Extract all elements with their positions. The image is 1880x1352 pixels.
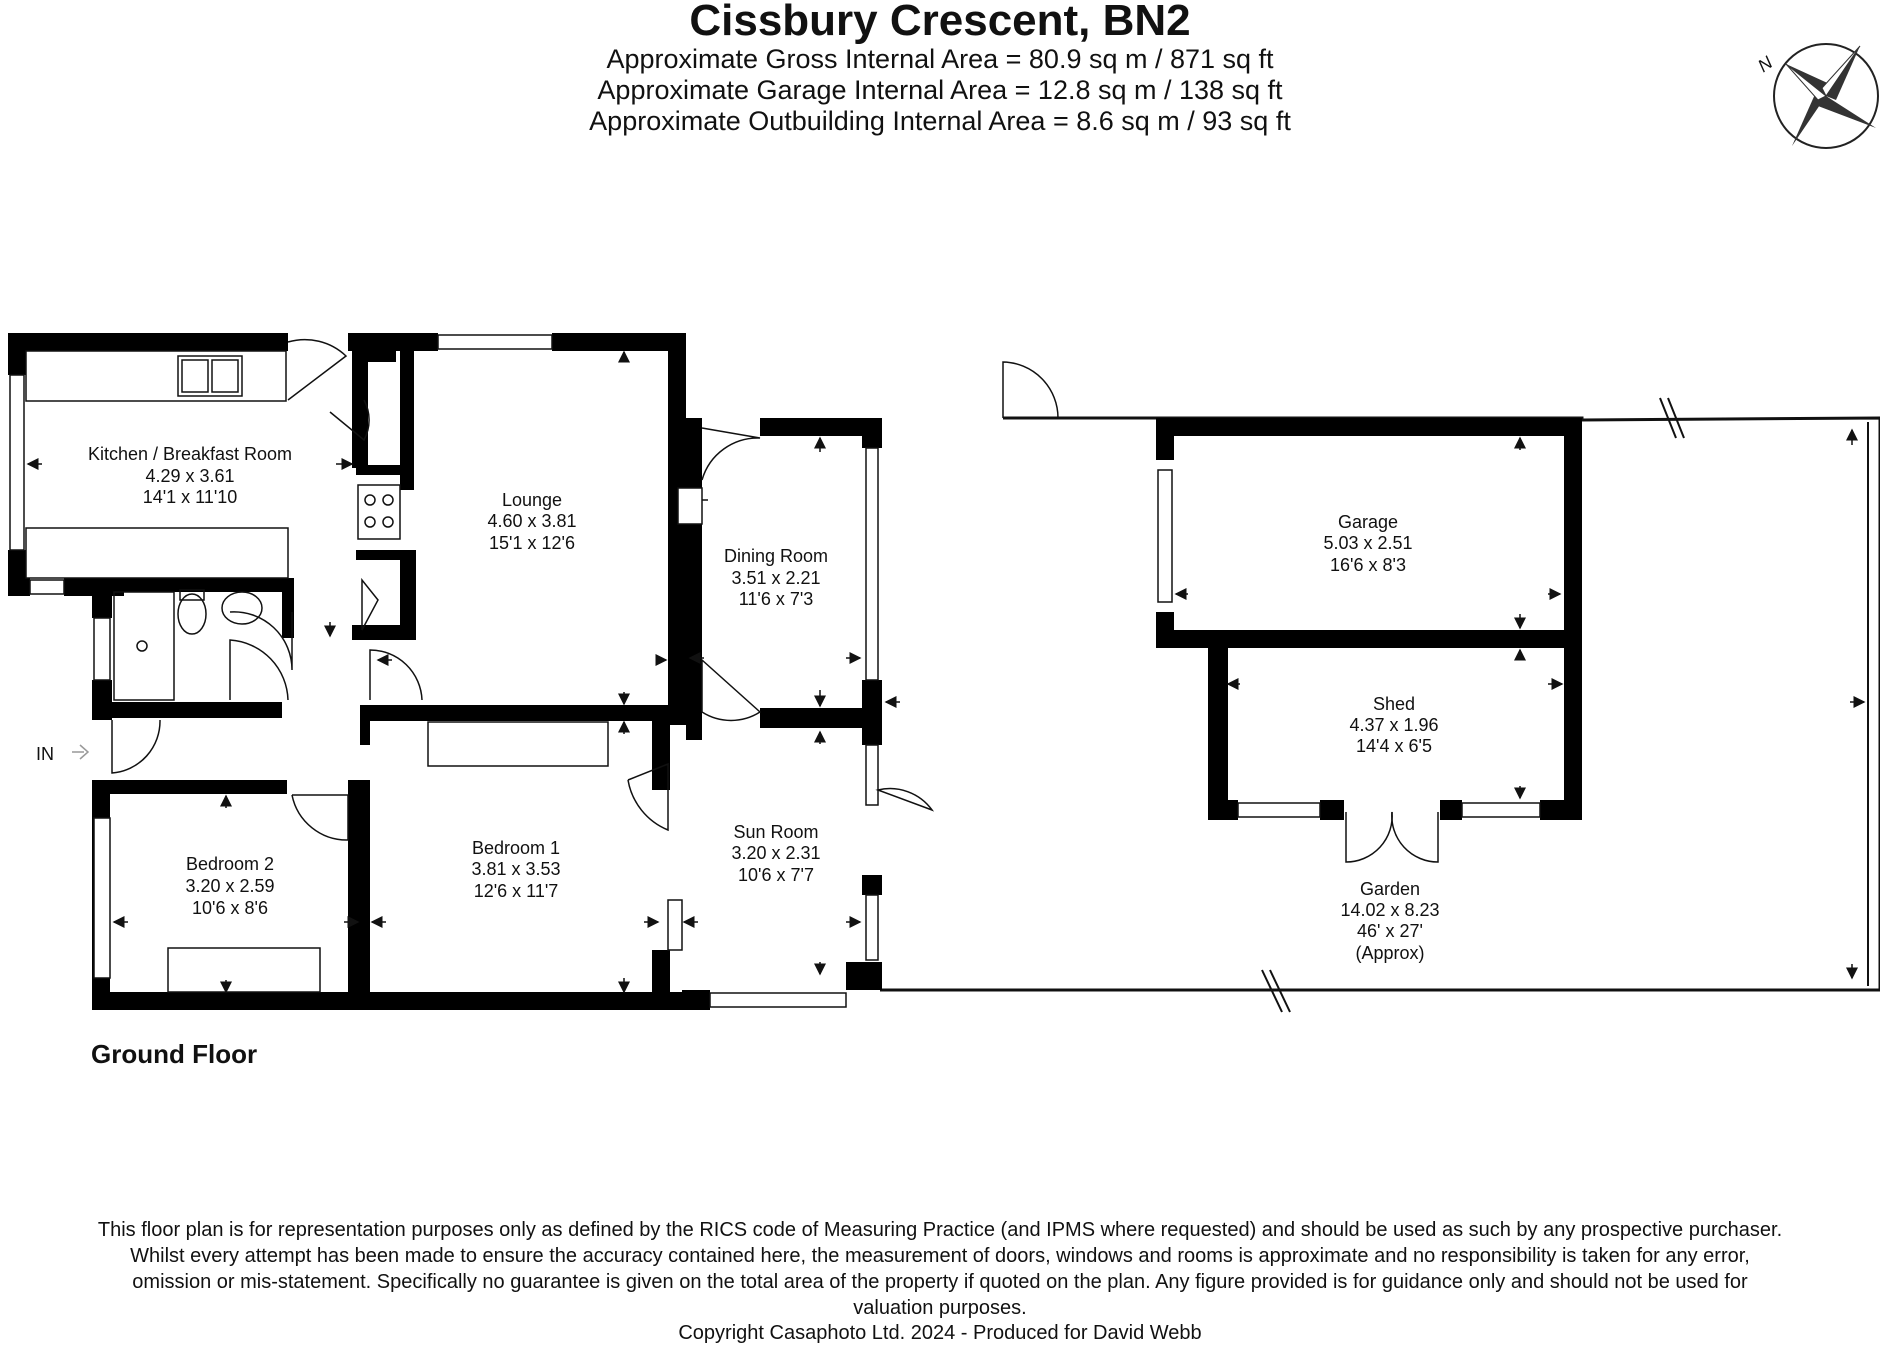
outbuilding-windows	[1157, 469, 1541, 818]
interior-fittings	[25, 350, 708, 993]
room-bedroom-2: Bedroom 2 3.20 x 2.59 10'6 x 8'6	[185, 854, 274, 918]
room-imperial: 10'6 x 7'7	[738, 865, 814, 885]
room-name: Shed	[1373, 694, 1415, 714]
room-name: Kitchen / Breakfast Room	[88, 444, 292, 464]
room-metric: 5.03 x 2.51	[1323, 533, 1412, 553]
room-imperial: 14'4 x 6'5	[1356, 736, 1432, 756]
room-metric: 4.60 x 3.81	[487, 511, 576, 531]
room-imperial: 10'6 x 8'6	[192, 898, 268, 918]
entrance-marker: IN	[36, 744, 90, 764]
room-metric: 4.29 x 3.61	[145, 466, 234, 486]
room-metric: 14.02 x 8.23	[1340, 900, 1439, 920]
room-metric: 3.20 x 2.31	[731, 843, 820, 863]
room-name: Bedroom 1	[472, 838, 560, 858]
room-metric: 4.37 x 1.96	[1349, 715, 1438, 735]
garage-area-text: Approximate Garage Internal Area = 12.8 …	[597, 75, 1283, 105]
room-name: Sun Room	[733, 822, 818, 842]
room-sun-room: Sun Room 3.20 x 2.31 10'6 x 7'7	[731, 822, 820, 885]
room-garage: Garage 5.03 x 2.51 16'6 x 8'3	[1323, 512, 1412, 575]
entrance-arrow-icon	[72, 744, 90, 760]
disclaimer-text: This floor plan is for representation pu…	[97, 1219, 1783, 1319]
room-imperial: 15'1 x 12'6	[489, 533, 575, 553]
room-bedroom-1: Bedroom 1 3.81 x 3.53 12'6 x 11'7	[471, 838, 560, 901]
room-imperial: 46' x 27'	[1357, 921, 1423, 941]
room-metric: 3.51 x 2.21	[731, 568, 820, 588]
room-dining: Dining Room 3.51 x 2.21 11'6 x 7'3	[724, 546, 828, 609]
doors	[111, 338, 1439, 863]
room-shed: Shed 4.37 x 1.96 14'4 x 6'5	[1349, 694, 1438, 756]
windows	[9, 334, 879, 1008]
room-name: Lounge	[502, 490, 562, 510]
room-metric: 3.81 x 3.53	[471, 859, 560, 879]
room-imperial: 12'6 x 11'7	[474, 881, 559, 901]
room-name: Dining Room	[724, 546, 828, 566]
room-imperial: 14'1 x 11'10	[143, 487, 238, 507]
compass-north-label: N	[1754, 52, 1777, 76]
house-walls	[8, 333, 882, 1010]
outbuilding-walls	[1156, 418, 1582, 820]
outbuilding-area-text: Approximate Outbuilding Internal Area = …	[589, 106, 1291, 136]
room-lounge: Lounge 4.60 x 3.81 15'1 x 12'6	[487, 490, 576, 553]
room-name: Garden	[1360, 879, 1420, 899]
room-imperial: 11'6 x 7'3	[739, 589, 814, 609]
plan-title: Cissbury Crescent, BN2	[689, 0, 1191, 45]
room-garden: Garden 14.02 x 8.23 46' x 27' (Approx)	[1340, 879, 1439, 963]
room-kitchen: Kitchen / Breakfast Room 4.29 x 3.61 14'…	[88, 444, 292, 507]
entrance-label: IN	[36, 744, 54, 764]
compass-icon: N	[1754, 43, 1879, 149]
gross-area-text: Approximate Gross Internal Area = 80.9 s…	[606, 44, 1274, 74]
room-metric: 3.20 x 2.59	[185, 876, 274, 896]
room-name: Bedroom 2	[186, 854, 274, 874]
room-name: Garage	[1338, 512, 1398, 532]
floor-label: Ground Floor	[91, 1039, 258, 1069]
room-imperial: 16'6 x 8'3	[1330, 555, 1406, 575]
dimension-arrows	[26, 350, 1866, 994]
room-note: (Approx)	[1355, 943, 1424, 963]
copyright-text: Copyright Casaphoto Ltd. 2024 - Produced…	[678, 1322, 1202, 1344]
